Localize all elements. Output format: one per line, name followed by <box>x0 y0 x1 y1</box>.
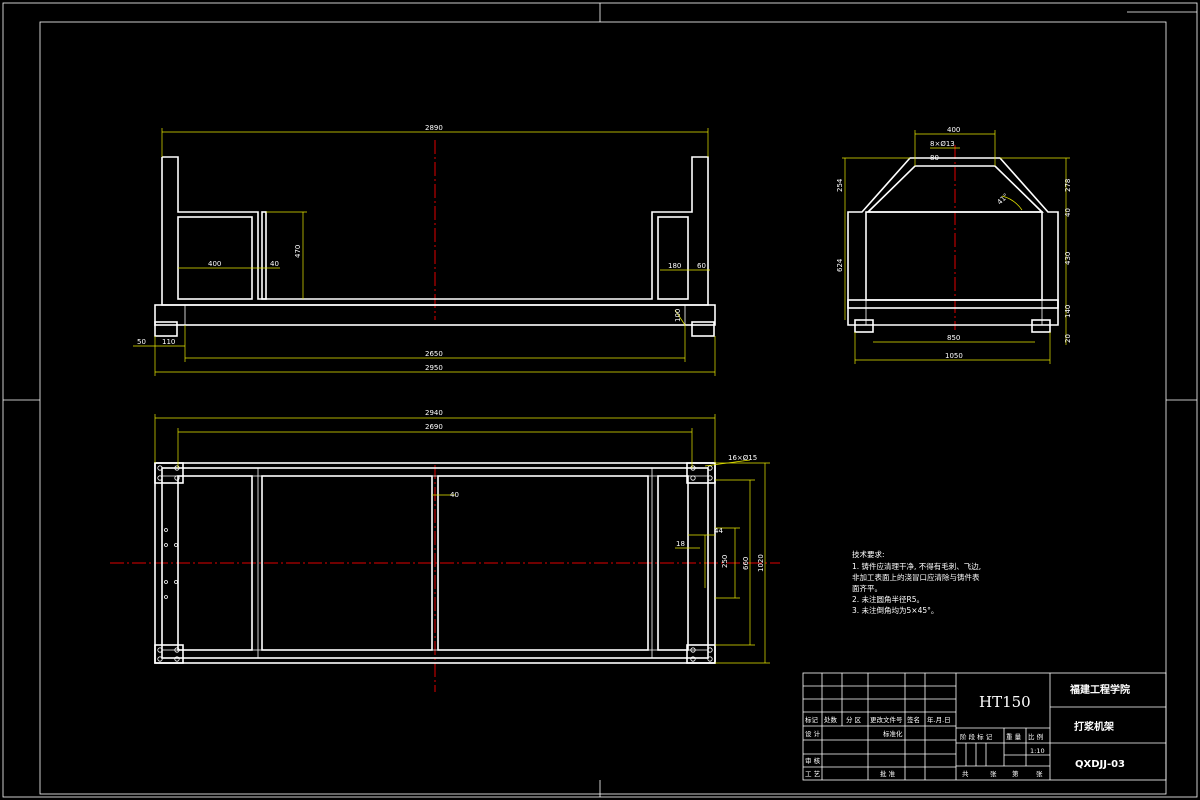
tb-part-name: 打浆机架 <box>1074 720 1114 733</box>
tb-material: HT150 <box>979 693 1031 711</box>
front-dim-400: 400 <box>208 260 221 268</box>
tb-stage-label: 阶 段 标 记 <box>960 732 993 741</box>
side-dim-624: 624 <box>836 258 844 272</box>
plan-dim-2940: 2940 <box>425 409 443 417</box>
tb-sheet-no: 第 <box>1012 769 1019 778</box>
title-block: 标记 处数 分 区 更改文件号 签名 年.月.日 设 计 标准化 审 核 工 艺… <box>802 672 1167 781</box>
side-dim-254: 254 <box>836 178 844 192</box>
plan-dim-250: 250 <box>721 555 729 568</box>
tb-school: 福建工程学院 <box>1069 683 1130 696</box>
notes-line-3: 面齐平。 <box>852 583 882 593</box>
side-dim-278: 278 <box>1064 179 1072 192</box>
side-dim-1050: 1050 <box>945 352 963 360</box>
front-dim-top: 2890 <box>425 124 443 132</box>
tb-header-5: 签名 <box>907 715 920 724</box>
tb-row-process: 工 艺 <box>805 770 821 778</box>
side-dim-430: 430 <box>1064 252 1072 265</box>
side-dim-140: 140 <box>1064 305 1072 318</box>
notes-title: 技术要求: <box>852 549 885 559</box>
tb-weight-label: 重 量 <box>1006 733 1022 741</box>
notes-line-1: 1. 铸件应清理干净, 不得有毛刺、飞边, <box>852 561 981 571</box>
tb-header-2: 处数 <box>824 715 838 724</box>
plan-dim-2690: 2690 <box>425 423 443 431</box>
plan-dim-660: 660 <box>742 557 750 570</box>
notes-line-2: 非加工表面上的浇冒口应清除与铸件表 <box>852 572 980 582</box>
side-dim-400: 400 <box>947 126 960 134</box>
front-dim-40: 40 <box>270 260 279 268</box>
side-dim-angle: 41° <box>996 192 1010 206</box>
notes-line-4: 2. 未注圆角半径R5。 <box>852 594 924 604</box>
tb-header-1: 标记 <box>805 715 819 724</box>
tb-drawing-no: QXDJJ-03 <box>1075 759 1125 770</box>
front-dim-100: 100 <box>674 309 682 322</box>
tb-row-standard: 标准化 <box>883 729 903 738</box>
plan-dim-44: 44 <box>714 527 723 535</box>
plan-dim-holes: 16×Ø15 <box>728 454 757 462</box>
tb-sheet-unit-1: 张 <box>990 769 997 778</box>
technical-notes: 技术要求: 1. 铸件应清理干净, 不得有毛刺、飞边, 非加工表面上的浇冒口应清… <box>852 549 981 615</box>
tb-header-3: 分 区 <box>846 715 862 724</box>
front-dim-110: 110 <box>162 338 175 346</box>
front-dim-470: 470 <box>294 245 302 258</box>
plan-dim-1020: 1020 <box>757 554 765 572</box>
tb-scale-label: 比 例 <box>1028 732 1043 741</box>
front-dim-2650: 2650 <box>425 350 443 358</box>
plan-dim-18: 18 <box>676 540 685 548</box>
tb-header-4: 更改文件号 <box>870 715 903 724</box>
tb-row-design: 设 计 <box>805 729 821 738</box>
front-dim-2950: 2950 <box>425 364 443 372</box>
notes-line-5: 3. 未注倒角均为5×45°。 <box>852 605 938 615</box>
tb-sheet-unit-2: 张 <box>1036 769 1043 778</box>
tb-row-check: 审 核 <box>805 756 821 765</box>
front-dim-60: 60 <box>697 262 706 270</box>
plan-view: 2940 2690 16×Ø15 40 44 18 250 660 1020 <box>110 409 780 692</box>
side-dim-850: 850 <box>947 334 960 342</box>
front-view: 2890 470 400 40 180 60 100 50 110 2650 2… <box>133 124 716 376</box>
side-dim-40: 40 <box>1064 208 1072 217</box>
side-dim-80: 80 <box>930 154 939 162</box>
tb-sheet-total: 共 <box>962 769 969 778</box>
front-dim-180: 180 <box>668 262 681 270</box>
side-dim-20: 20 <box>1064 334 1072 343</box>
side-view: 400 8×Ø13 80 254 278 41° 40 624 430 140 … <box>836 126 1072 364</box>
tb-scale-value: 1:10 <box>1030 747 1045 755</box>
plan-dim-40: 40 <box>450 491 459 499</box>
tb-header-6: 年.月.日 <box>927 715 951 724</box>
tb-row-approve: 批 准 <box>880 769 896 778</box>
front-dim-50: 50 <box>137 338 146 346</box>
side-dim-holes: 8×Ø13 <box>930 140 955 148</box>
